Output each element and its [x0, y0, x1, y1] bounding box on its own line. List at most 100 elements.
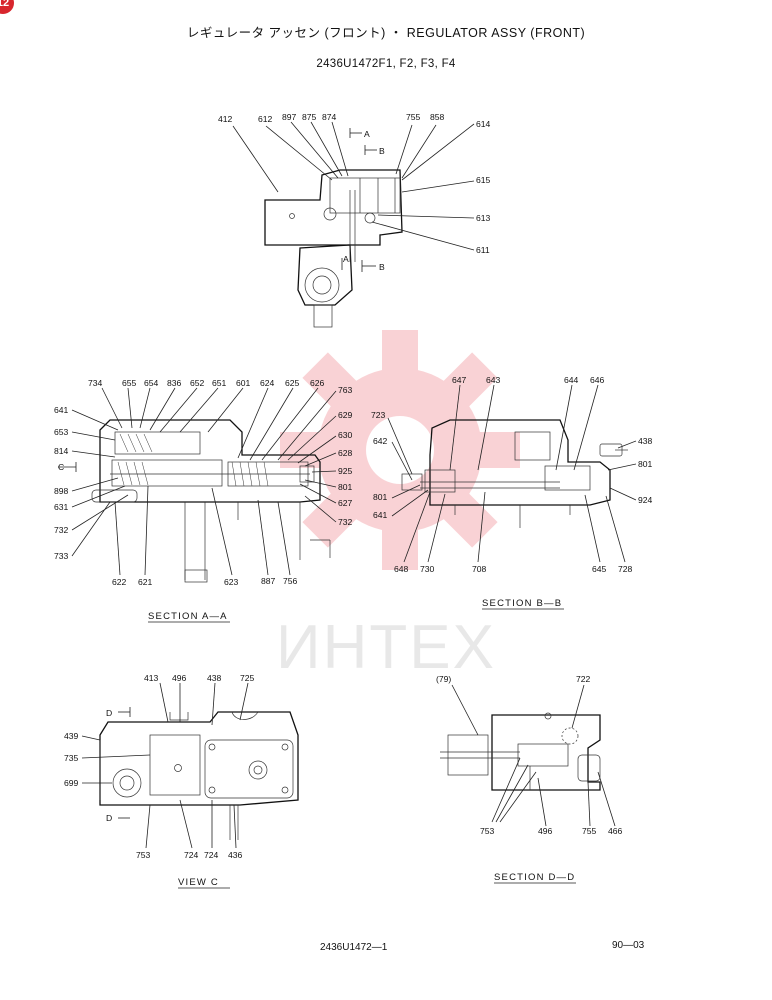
callout: 496	[172, 673, 187, 683]
section-marker: A	[343, 254, 349, 264]
hatching	[117, 433, 269, 487]
callout: 708	[472, 564, 487, 574]
callout: 723	[371, 410, 386, 420]
section-marker: A	[364, 129, 370, 139]
callout: 438	[638, 436, 653, 446]
callout: 801	[338, 482, 353, 492]
section-caption: SECTION D—D	[494, 872, 575, 883]
callout: 643	[486, 375, 501, 385]
callout: 624	[260, 378, 275, 388]
callout: (79)	[436, 674, 451, 684]
callout: 925	[338, 466, 353, 476]
callout: 735	[64, 753, 79, 763]
callout: 898	[54, 486, 69, 496]
part-numbers: 2436U1472F1, F2, F3, F4	[316, 58, 456, 70]
callout: 652	[190, 378, 205, 388]
callout: 755	[582, 826, 597, 836]
callout: 722	[576, 674, 591, 684]
callout: 611	[476, 245, 490, 255]
callout: 648	[394, 564, 409, 574]
callout: 642	[373, 436, 388, 446]
callout: 613	[476, 213, 491, 223]
callout: 654	[144, 378, 159, 388]
callout: 630	[338, 430, 353, 440]
callout: 875	[302, 112, 317, 122]
section-marker: B	[379, 146, 385, 156]
callout: 732	[338, 517, 353, 527]
callout: 466	[608, 826, 623, 836]
top-view: 412 612 897 875 874 755 858 614 615 613 …	[218, 112, 491, 328]
callout: 801	[638, 459, 653, 469]
callout: 651	[212, 378, 227, 388]
callout: 756	[283, 576, 298, 586]
callout: 625	[285, 378, 300, 388]
callout: 924	[638, 495, 653, 505]
callout: 725	[240, 673, 255, 683]
view-caption: VIEW C	[178, 877, 219, 888]
callout: 628	[338, 448, 353, 458]
callout: 724	[184, 850, 199, 860]
callout: 439	[64, 731, 79, 741]
callout: 836	[167, 378, 182, 388]
callout: 644	[564, 375, 579, 385]
callout: 629	[338, 410, 353, 420]
callout: 763	[338, 385, 353, 395]
callout: 647	[452, 375, 467, 385]
callout: 623	[224, 577, 239, 587]
page-badge: 12	[0, 0, 14, 14]
callout: 615	[476, 175, 491, 185]
callout: 814	[54, 446, 69, 456]
page-title: レギュレータ アッセン (フロント) ・ REGULATOR ASSY (FRO…	[186, 26, 586, 40]
callout: 724	[204, 850, 219, 860]
callout: 645	[592, 564, 607, 574]
section-bb: 647 643 644 646 723 438 642 801 801 924 …	[371, 375, 653, 610]
section-caption: SECTION B—B	[482, 598, 562, 609]
callout: 621	[138, 577, 153, 587]
callout: 601	[236, 378, 251, 388]
callout: 646	[590, 375, 605, 385]
callout: 614	[476, 119, 491, 129]
section-marker: D	[106, 813, 112, 823]
drawing-code: 2436U1472—1	[320, 942, 388, 953]
callout: 626	[310, 378, 325, 388]
page-number: 90—03	[612, 940, 645, 951]
callout: 897	[282, 112, 297, 122]
callout: 755	[406, 112, 421, 122]
watermark-text: ИНТЕХ	[276, 613, 496, 682]
callout: 612	[258, 114, 273, 124]
section-aa: 734 655 654 836 652 651 601 624 625 626 …	[54, 378, 353, 623]
callout: 753	[136, 850, 151, 860]
section-marker: B	[379, 262, 385, 272]
callout: 622	[112, 577, 127, 587]
callout: 413	[144, 673, 159, 683]
callout: 858	[430, 112, 445, 122]
section-marker: C	[58, 462, 64, 472]
callout: 874	[322, 112, 337, 122]
section-dd: (79) 722 753 496 755 466 SECTION D—D	[436, 674, 623, 884]
callout: 627	[338, 498, 353, 508]
view-c: 413 496 438 725 439 735 699 753 724 724 …	[64, 673, 299, 889]
callout: 438	[207, 673, 222, 683]
callout: 641	[54, 405, 69, 415]
section-marker: D	[106, 708, 112, 718]
callout: 699	[64, 778, 79, 788]
callout: 653	[54, 427, 69, 437]
callout: 734	[88, 378, 103, 388]
callout: 436	[228, 850, 243, 860]
callout: 887	[261, 576, 276, 586]
callout: 412	[218, 114, 233, 124]
callout: 801	[373, 492, 388, 502]
callout: 655	[122, 378, 137, 388]
callout: 730	[420, 564, 435, 574]
callout: 641	[373, 510, 388, 520]
watermark: ИНТЕХ	[276, 330, 520, 682]
callout: 733	[54, 551, 69, 561]
section-caption: SECTION A—A	[148, 611, 228, 622]
callout: 732	[54, 525, 69, 535]
callout: 496	[538, 826, 553, 836]
callout: 631	[54, 502, 69, 512]
callout: 753	[480, 826, 495, 836]
callout: 728	[618, 564, 633, 574]
